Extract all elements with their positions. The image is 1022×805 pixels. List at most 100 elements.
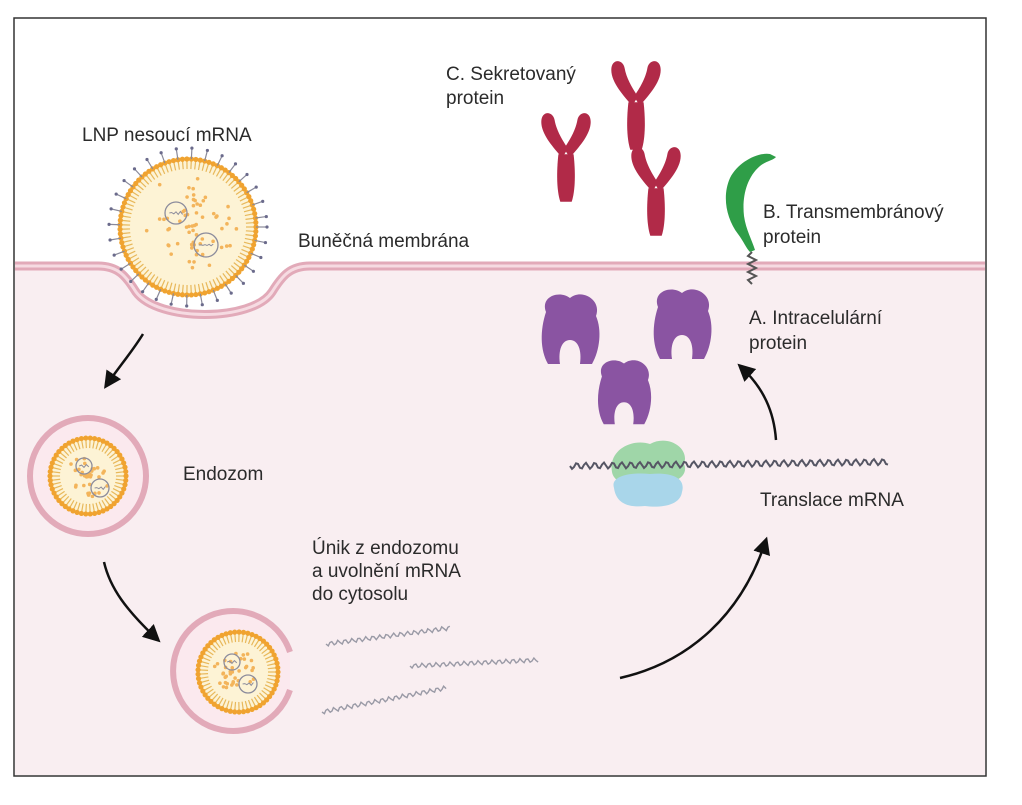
lipid-dot — [220, 227, 224, 231]
lipid-head — [48, 469, 53, 474]
lipid-head — [118, 213, 123, 218]
lipid-head — [88, 435, 93, 440]
peg-tip — [265, 215, 268, 218]
lipid-dot — [244, 666, 248, 670]
escape-label-line2: a uvolnění mRNA — [312, 561, 461, 582]
lipid-dot — [226, 205, 230, 209]
peg-tip — [175, 147, 178, 150]
lipid-head — [253, 233, 258, 238]
lipid-dot — [216, 662, 220, 666]
lipid-dot — [176, 242, 180, 246]
lipid-dot — [169, 252, 173, 256]
lipid-dot — [86, 492, 90, 496]
peg-tip — [145, 158, 148, 161]
lipid-head — [252, 211, 257, 216]
lipid-dot — [191, 266, 195, 270]
lipid-head — [175, 292, 180, 297]
lipid-dot — [250, 659, 254, 663]
lipid-head — [79, 511, 84, 516]
lipid-dot — [97, 491, 101, 495]
lipid-dot — [102, 469, 106, 473]
lipid-dot — [192, 260, 196, 264]
lipid-head — [253, 220, 258, 225]
lipid-dot — [89, 475, 93, 479]
lipid-dot — [212, 212, 216, 216]
endosome-label: Endozom — [183, 464, 263, 485]
peg-tip — [115, 192, 118, 195]
transmembrane-label-line2: protein — [763, 227, 821, 248]
lipid-dot — [85, 474, 89, 478]
intracellular-label-line1: A. Intracelulární — [749, 308, 883, 329]
lipid-dot — [222, 685, 226, 689]
lipid-dot — [231, 680, 235, 684]
lipid-dot — [214, 215, 218, 219]
secreted-label-line1: C. Sekretovaný — [446, 64, 576, 85]
lipid-dot — [230, 683, 234, 687]
peg-tip — [242, 282, 245, 285]
peg-tip — [185, 304, 188, 307]
lipid-dot — [196, 177, 200, 181]
lipid-dot — [190, 246, 194, 250]
peg-tip — [113, 254, 116, 257]
lipid-dot — [227, 217, 231, 221]
lipid-dot — [222, 671, 226, 675]
lipid-head — [196, 676, 201, 681]
escaping-endosome — [173, 611, 290, 731]
lipid-dot — [250, 669, 254, 673]
lipid-dot — [241, 653, 245, 657]
lnp-label: LNP nesoucí mRNA — [82, 125, 252, 146]
lipid-dot — [243, 657, 247, 661]
peg-tip — [234, 162, 237, 165]
lipid-head — [120, 244, 125, 249]
cytoplasm — [15, 266, 985, 775]
lipid-head — [118, 218, 123, 223]
lipid-head — [117, 227, 122, 232]
lipid-head — [196, 663, 201, 668]
lipid-dot — [213, 665, 217, 669]
lipid-head — [253, 229, 258, 234]
lipid-dot — [193, 199, 197, 203]
lipid-dot — [225, 244, 229, 248]
lipid-dot — [191, 229, 195, 233]
lipid-head — [123, 473, 128, 478]
lipid-dot — [208, 263, 212, 267]
lipid-head — [48, 482, 53, 487]
lipid-dot — [235, 227, 239, 231]
peg-tip — [221, 154, 224, 157]
ribosome-small-subunit — [613, 474, 682, 507]
lipid-head — [79, 436, 84, 441]
lipid-head — [123, 469, 128, 474]
lipid-dot — [190, 224, 194, 228]
lipid-dot — [229, 672, 233, 676]
lipid-dot — [158, 217, 162, 221]
transmembrane-label-line1: B. Transmembránový — [763, 202, 944, 223]
lipid-dot — [233, 676, 237, 680]
lipid-dot — [224, 674, 228, 678]
lipid-head — [118, 231, 123, 236]
lipid-dot — [235, 683, 239, 687]
lipid-head — [75, 437, 80, 442]
lipid-dot — [167, 244, 171, 248]
lipid-dot — [195, 202, 199, 206]
lipid-head — [92, 436, 97, 441]
peg-tip — [245, 173, 248, 176]
lipid-dot — [237, 669, 241, 673]
translation-label: Translace mRNA — [760, 490, 904, 511]
peg-tip — [120, 268, 123, 271]
lipid-dot — [168, 227, 172, 231]
lipid-head — [193, 292, 198, 297]
lipid-dot — [225, 686, 229, 690]
peg-tip — [252, 270, 255, 273]
peg-tip — [255, 186, 258, 189]
lipid-head — [92, 511, 97, 516]
peg-tip — [201, 303, 204, 306]
peg-tip — [108, 238, 111, 241]
lipid-dot — [69, 462, 73, 466]
lipid-dot — [190, 243, 194, 247]
lipid-head — [193, 157, 198, 162]
lipid-head — [122, 465, 127, 470]
lipid-head — [251, 207, 256, 212]
lipid-head — [167, 159, 172, 164]
peg-chain — [191, 148, 192, 159]
